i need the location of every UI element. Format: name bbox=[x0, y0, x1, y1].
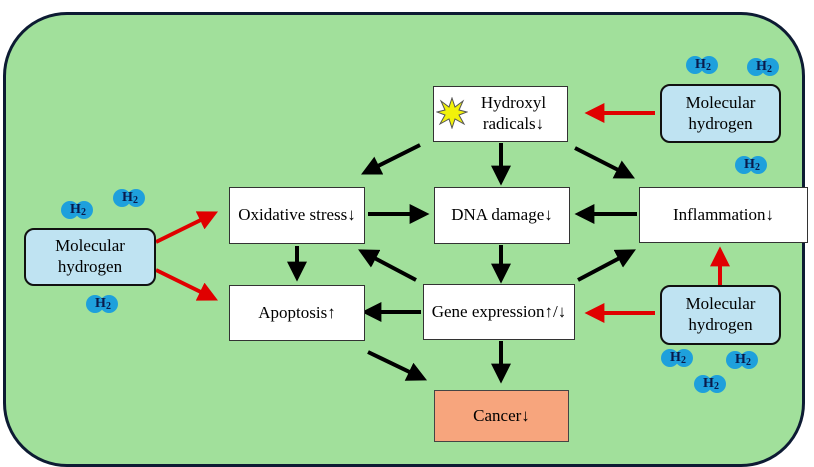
cancer-box: Cancer↓ bbox=[434, 390, 569, 442]
arrow-apoptosis-to-cancer bbox=[367, 350, 428, 381]
red-arrow-mh-to-oxidative bbox=[155, 211, 219, 244]
molecular-hydrogen-label: Molecular hydrogen bbox=[685, 294, 756, 334]
arrow-hydroxyl-to-inflammation bbox=[574, 146, 635, 179]
red-arrow-mh-to-apoptosis bbox=[155, 268, 219, 301]
apoptosis-label: Apoptosis↑ bbox=[258, 302, 336, 322]
cancer-label: Cancer↓ bbox=[473, 405, 530, 425]
oxidative-stress-box: Oxidative stress↓ bbox=[229, 187, 365, 244]
h2-molecule-icon: H2 bbox=[735, 156, 769, 174]
hydroxyl-radicals-label: Hydroxyl radicals↓ bbox=[480, 93, 547, 133]
molecular-hydrogen-label: Molecular hydrogen bbox=[685, 92, 756, 133]
molecular-hydrogen-box-top-right: Molecular hydrogen bbox=[660, 84, 781, 143]
arrow-hydroxyl-to-oxidative bbox=[360, 143, 421, 175]
h2-molecule-icon: H2 bbox=[747, 58, 781, 76]
molecular-hydrogen-box-bottom-right: Molecular hydrogen bbox=[660, 285, 781, 345]
molecular-hydrogen-box-left: Molecular hydrogen bbox=[24, 228, 156, 286]
h2-molecule-icon: H2 bbox=[694, 375, 728, 393]
h2-molecule-icon: H2 bbox=[726, 351, 760, 369]
arrow-gene-to-oxidative bbox=[358, 249, 417, 282]
dna-damage-box: DNA damage↓ bbox=[434, 187, 570, 244]
oxidative-stress-label: Oxidative stress↓ bbox=[238, 205, 356, 225]
apoptosis-box: Apoptosis↑ bbox=[229, 285, 365, 341]
gene-expression-label: Gene expression↑/↓ bbox=[431, 301, 567, 321]
h2-molecule-icon: H2 bbox=[86, 295, 120, 313]
h2-molecule-icon: H2 bbox=[686, 56, 720, 74]
dna-damage-label: DNA damage↓ bbox=[451, 205, 553, 225]
gene-expression-box: Gene expression↑/↓ bbox=[423, 284, 575, 340]
inflammation-label: Inflammation↓ bbox=[672, 204, 775, 224]
inflammation-box: Inflammation↓ bbox=[639, 187, 808, 243]
molecular-hydrogen-label: Molecular hydrogen bbox=[55, 236, 125, 276]
h2-molecule-icon: H2 bbox=[113, 189, 147, 207]
radical-burst-icon bbox=[436, 97, 468, 129]
h2-molecule-icon: H2 bbox=[61, 201, 95, 219]
h2-molecule-icon: H2 bbox=[661, 349, 695, 367]
arrow-gene-to-inflammation bbox=[577, 249, 636, 282]
